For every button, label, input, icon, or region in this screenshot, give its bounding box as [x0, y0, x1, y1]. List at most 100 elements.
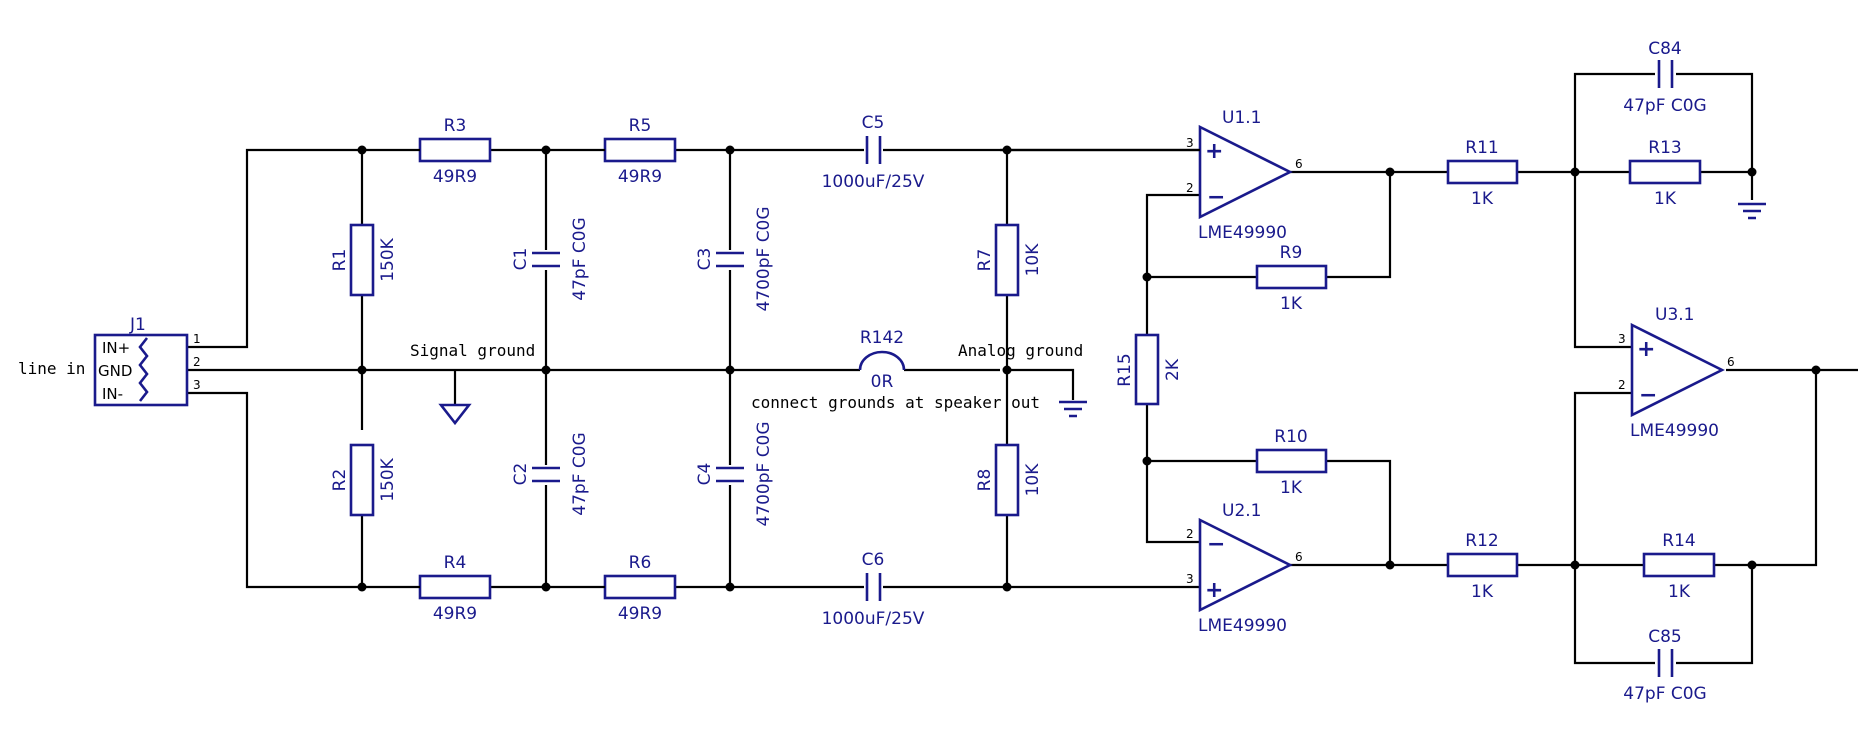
capacitor-c84: C84 47pF C0G: [1623, 39, 1706, 116]
resistor-r8: R8 10K: [975, 443, 1043, 517]
svg-text:C2: C2: [511, 463, 531, 486]
svg-text:R14: R14: [1662, 531, 1695, 551]
svg-text:1K: 1K: [1280, 294, 1303, 314]
svg-text:R10: R10: [1274, 427, 1307, 447]
resistor-r13: R13 1K: [1628, 138, 1702, 209]
opamp-u3: + − U3.1 LME49990 3 2 6: [1618, 305, 1735, 441]
connector-body: [93, 333, 189, 407]
resistor-r12: R12 1K: [1446, 531, 1519, 602]
svg-text:R1: R1: [330, 249, 350, 272]
svg-text:U3.1: U3.1: [1655, 305, 1694, 325]
svg-text:R7: R7: [975, 249, 995, 272]
svg-text:47pF C0G: 47pF C0G: [570, 217, 590, 300]
minus-sign: −: [1207, 185, 1225, 210]
svg-text:2: 2: [1618, 378, 1626, 392]
svg-text:R11: R11: [1465, 138, 1498, 158]
junction: [1002, 582, 1012, 592]
svg-text:C84: C84: [1648, 39, 1682, 59]
capacitor-c1: C1 47pF C0G: [511, 217, 590, 300]
connector-pin-label: IN+: [102, 339, 130, 357]
svg-text:1K: 1K: [1280, 478, 1303, 498]
svg-text:R6: R6: [629, 553, 652, 573]
svg-text:3: 3: [1618, 332, 1626, 346]
svg-text:6: 6: [1295, 550, 1303, 564]
svg-text:3: 3: [1186, 136, 1194, 150]
svg-text:2K: 2K: [1163, 358, 1183, 381]
svg-text:0R: 0R: [871, 372, 894, 392]
resistor-r2: R2 150K: [330, 443, 398, 517]
svg-text:10K: 10K: [1023, 243, 1043, 277]
connector-pin-label: GND: [98, 362, 132, 380]
svg-text:1K: 1K: [1471, 189, 1494, 209]
svg-text:R5: R5: [629, 116, 652, 136]
svg-text:49R9: 49R9: [433, 167, 477, 187]
svg-text:4700pF C0G: 4700pF C0G: [754, 206, 774, 311]
svg-text:R12: R12: [1465, 531, 1498, 551]
svg-text:150K: 150K: [378, 237, 398, 281]
resistor-r1: R1 150K: [330, 223, 398, 297]
resistor-r14: R14 1K: [1642, 531, 1716, 602]
svg-text:U2.1: U2.1: [1222, 501, 1261, 521]
svg-text:C3: C3: [695, 248, 715, 271]
junction: [1385, 167, 1395, 177]
svg-text:49R9: 49R9: [618, 167, 662, 187]
junction: [725, 582, 735, 592]
plus-sign: +: [1205, 578, 1223, 603]
resistor-r11: R11 1K: [1446, 138, 1519, 209]
svg-text:LME49990: LME49990: [1198, 616, 1287, 636]
capacitor-c4: C4 4700pF C0G: [695, 421, 774, 526]
junction: [725, 365, 735, 375]
resistor-r15: R15 2K: [1115, 333, 1183, 406]
signal-ground-label: Signal ground: [410, 341, 535, 360]
resistor-r9: R9 1K: [1255, 243, 1328, 314]
svg-text:R142: R142: [860, 328, 904, 348]
junctions: [357, 145, 1821, 592]
svg-text:47pF C0G: 47pF C0G: [1623, 684, 1706, 704]
junction: [357, 365, 367, 375]
svg-text:10K: 10K: [1023, 463, 1043, 497]
svg-text:47pF C0G: 47pF C0G: [570, 432, 590, 515]
svg-text:1K: 1K: [1471, 582, 1494, 602]
junction: [1385, 560, 1395, 570]
junction: [1811, 365, 1821, 375]
opamp-u1: + − U1.1 LME49990 3 2 6: [1186, 108, 1303, 243]
svg-text:C85: C85: [1648, 627, 1682, 647]
wires: [187, 72, 1858, 665]
resistor-r7: R7 10K: [975, 223, 1043, 297]
svg-text:R3: R3: [444, 116, 467, 136]
plus-sign: +: [1637, 337, 1655, 362]
resistor-r4: R4 49R9: [362, 553, 492, 624]
svg-text:C5: C5: [862, 113, 885, 133]
minus-sign: −: [1639, 383, 1657, 408]
connector-ref: J1: [129, 315, 146, 335]
svg-text:LME49990: LME49990: [1198, 223, 1287, 243]
svg-text:49R9: 49R9: [618, 604, 662, 624]
svg-text:U1.1: U1.1: [1222, 108, 1261, 128]
analog-ground-icon: [1059, 400, 1087, 418]
junction: [1570, 560, 1580, 570]
signal-ground-icon: [438, 403, 472, 426]
junction: [725, 145, 735, 155]
pin-number: 2: [193, 355, 201, 369]
connector-contacts: [138, 337, 149, 402]
junction: [1747, 167, 1757, 177]
resistor-r142: R142 0R: [858, 328, 906, 392]
resistor-r5: R5 49R9: [546, 116, 677, 187]
svg-text:6: 6: [1727, 355, 1735, 369]
svg-text:4700pF C0G: 4700pF C0G: [754, 421, 774, 526]
svg-text:C1: C1: [511, 248, 531, 271]
svg-text:1000uF/25V: 1000uF/25V: [822, 609, 925, 629]
svg-text:6: 6: [1295, 157, 1303, 171]
svg-text:R8: R8: [975, 469, 995, 492]
resistor-r6: R6 49R9: [546, 553, 677, 624]
capacitor-c2: C2 47pF C0G: [511, 432, 590, 515]
pin-number: 3: [193, 378, 201, 392]
connector-j1: J1 IN+ GND IN- 1 2 3 line in: [18, 315, 201, 407]
minus-sign: −: [1207, 532, 1225, 557]
capacitor-c3: C3 4700pF C0G: [695, 206, 774, 311]
svg-text:1000uF/25V: 1000uF/25V: [822, 172, 925, 192]
svg-text:2: 2: [1186, 181, 1194, 195]
capacitor-c5: C5 1000uF/25V: [822, 113, 925, 192]
pin-number: 1: [193, 332, 201, 346]
